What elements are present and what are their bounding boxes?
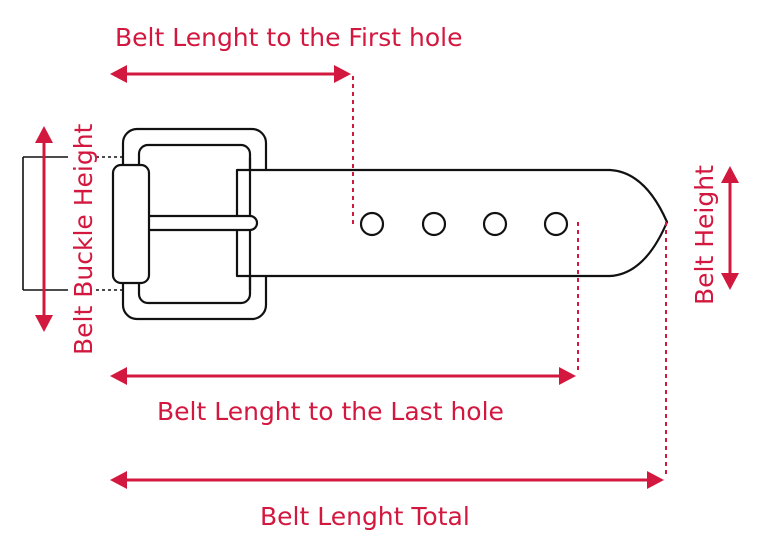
belt-hole bbox=[482, 211, 508, 237]
measure-last-hole: Belt Lenght to the Last hole bbox=[110, 222, 579, 426]
arrow-right-head bbox=[647, 471, 664, 489]
belt-hole bbox=[359, 211, 385, 237]
label-total: Belt Lenght Total bbox=[260, 502, 470, 531]
label-last-hole: Belt Lenght to the Last hole bbox=[157, 397, 504, 426]
measure-buckle-height: Belt Buckle Height bbox=[35, 123, 98, 355]
arrow-up-head bbox=[721, 166, 739, 183]
measure-first-hole: Belt Lenght to the First hole bbox=[110, 23, 462, 228]
buckle-roller bbox=[111, 163, 151, 285]
label-belt-height: Belt Height bbox=[690, 165, 719, 305]
label-first-hole: Belt Lenght to the First hole bbox=[115, 23, 462, 52]
label-buckle-height: Belt Buckle Height bbox=[69, 123, 98, 355]
measure-belt-height: Belt Height bbox=[690, 165, 739, 305]
arrow-down-head bbox=[721, 273, 739, 290]
arrow-left-head bbox=[110, 471, 127, 489]
belt-strap bbox=[235, 168, 669, 278]
arrow-down-head bbox=[35, 315, 53, 332]
measure-total: Belt Lenght Total bbox=[110, 222, 667, 531]
belt-hole bbox=[543, 211, 569, 237]
arrow-right-head bbox=[559, 367, 576, 385]
arrow-left-head bbox=[110, 367, 127, 385]
belt-hole bbox=[421, 211, 447, 237]
arrow-up-head bbox=[35, 126, 53, 143]
arrow-left-head bbox=[110, 65, 127, 83]
belt-holes bbox=[359, 211, 569, 237]
arrow-right-head bbox=[334, 65, 351, 83]
